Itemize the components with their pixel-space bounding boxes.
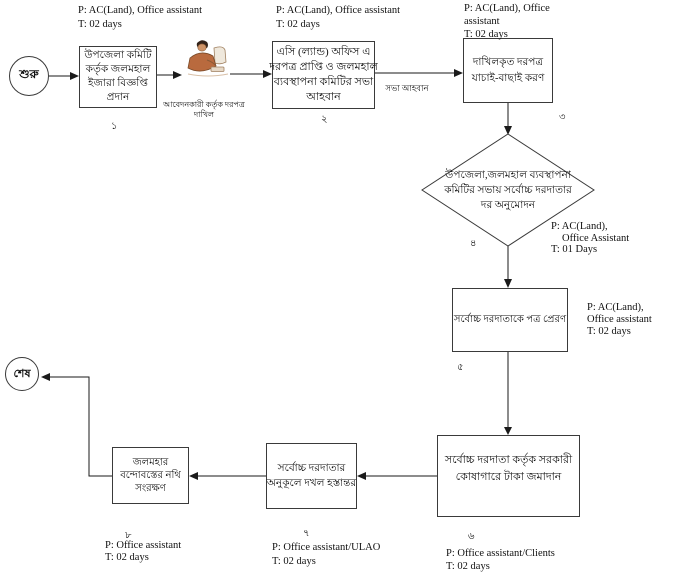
annotation-step8: P: Office assistant T: 02 days — [105, 540, 181, 564]
step5-line: সর্বোচ্চ দরদাতাকে পত্র প্রেরণ — [453, 314, 567, 325]
step7-number: ৭ — [303, 528, 310, 539]
step2-box: এসি (ল্যান্ড) অফিস এ দরপত্র প্রাপ্তি ও জ… — [269, 41, 378, 109]
step3-line: দাখিলকৃত দরপত্র — [472, 56, 544, 68]
decision-line: দর অনুমোদন — [480, 199, 536, 211]
decision-number: ৪ — [470, 238, 477, 249]
annotation-line: assistant — [464, 16, 500, 27]
decision-text: উপজেলা,জলমহাল ব্যবস্থাপনা কমিটির সভায় স… — [425, 167, 591, 213]
annotation-line: P: Office assistant — [105, 540, 182, 551]
step1-number: ১ — [111, 121, 118, 132]
step8-line: জলমহার — [132, 457, 169, 468]
annotation-line: T: 02 days — [78, 19, 122, 30]
step6-box: সর্বোচ্চ দরদাতা কর্তৃক সরকারী কোষাগারে ট… — [437, 435, 580, 517]
annotation-line: P: AC(Land), Office assistant — [276, 5, 401, 16]
step2-line: আহবান — [306, 91, 341, 103]
decision-line: উপজেলা,জলমহাল ব্যবস্থাপনা — [445, 169, 571, 181]
clipart-caption-line: আবেদনকারী কর্তৃক দরপত্র — [163, 100, 245, 109]
annotation-line: T: 02 days — [272, 555, 316, 567]
annotation-line: T: 02 days — [464, 29, 508, 40]
annotation-line: P: Office assistant/Clients — [446, 548, 555, 559]
start-label: শুরু — [19, 67, 39, 81]
arrow-step8-to-end — [50, 376, 112, 477]
annotation-line: Office assistant — [587, 314, 652, 325]
annotation-step3: P: AC(Land), Office assistant T: 02 days — [464, 2, 550, 41]
annotation-line: T: 02 days — [587, 326, 631, 337]
annotation-step5: P: AC(Land), Office assistant T: 02 days — [587, 302, 652, 338]
annotation-step2: P: AC(Land), Office assistant T: 02 days — [276, 4, 400, 32]
end-label: শেষ — [13, 367, 31, 380]
clipart-caption: আবেদনকারী কর্তৃক দরপত্র দাখিল — [154, 100, 254, 120]
annotation-decision: P: AC(Land), Office Assistant T: 01 Days — [551, 221, 629, 256]
step2-line: এসি (ল্যান্ড) অফিস এ — [276, 46, 371, 58]
step6-line: কোষাগারে টাকা জমাদান — [455, 471, 562, 483]
clipart-caption-line: দাখিল — [193, 110, 215, 119]
step2-line: দরপত্র প্রাপ্তি ও জলমহাল — [269, 61, 378, 73]
step8-number: ৮ — [125, 530, 132, 541]
step8-box: জলমহার বন্দোবস্তের নথি সংরক্ষণ — [112, 447, 189, 504]
step7-box: সর্বোচ্চ দরদাতার অনুকূলে দখল হস্তান্তর — [266, 443, 357, 509]
step6-number: ৬ — [468, 531, 475, 542]
edge-label-meeting: সভা আহবান — [385, 83, 429, 93]
annotation-line: P: Office assistant/ULAO — [272, 542, 381, 553]
annotation-line: T: 01 Days — [551, 244, 598, 255]
step2-line: ব্যবস্থাপনা কমিটির সভা — [273, 76, 374, 88]
start-terminal: শুরু — [9, 56, 49, 96]
step8-line: বন্দোবস্তের নথি — [120, 470, 181, 481]
annotation-step6: P: Office assistant/Clients T: 02 days — [446, 548, 555, 573]
step7-line: সর্বোচ্চ দরদাতার — [277, 463, 346, 474]
annotation-line: P: AC(Land), Office — [464, 3, 550, 14]
annotation-step1: P: AC(Land), Office assistant T: 02 days — [78, 4, 202, 32]
step1-line: প্রদান — [106, 92, 130, 103]
annotation-line: T: 02 days — [105, 552, 149, 563]
annotation-line: T: 02 days — [276, 19, 320, 30]
step3-number: ৩ — [559, 112, 566, 123]
step3-line: যাচাই-বাছাই করণ — [471, 72, 545, 84]
step8-line: সংরক্ষণ — [135, 483, 166, 494]
step1-line: ইজারা বিজ্ঞপ্তি — [88, 78, 148, 89]
step1-line: উপজেলা কমিটি — [84, 50, 152, 61]
step5-number: ৫ — [457, 362, 464, 373]
person-at-computer-icon — [182, 37, 232, 87]
step3-box: দাখিলকৃত দরপত্র যাচাই-বাছাই করণ — [463, 38, 553, 103]
decision-line: কমিটির সভায় সর্বোচ্চ দরদাতার — [444, 184, 572, 196]
end-terminal: শেষ — [5, 357, 39, 391]
step7-line: অনুকূলে দখল হস্তান্তর — [266, 478, 357, 489]
annotation-line: P: AC(Land), Office assistant — [78, 5, 203, 16]
step1-box: উপজেলা কমিটি কর্তৃক জলমহাল ইজারা বিজ্ঞপ্… — [79, 46, 157, 108]
annotation-line: Office Assistant — [562, 232, 630, 244]
step1-line: কর্তৃক জলমহাল — [85, 64, 151, 75]
annotation-line: P: AC(Land), — [551, 221, 608, 232]
annotation-line: P: AC(Land), — [587, 302, 644, 313]
annotation-line: T: 02 days — [446, 560, 490, 572]
step2-number: ২ — [321, 114, 328, 125]
annotation-step7: P: Office assistant/ULAO T: 02 days — [272, 541, 380, 568]
step5-box: সর্বোচ্চ দরদাতাকে পত্র প্রেরণ — [452, 288, 568, 352]
step6-line: সর্বোচ্চ দরদাতা কর্তৃক সরকারী — [444, 454, 573, 466]
